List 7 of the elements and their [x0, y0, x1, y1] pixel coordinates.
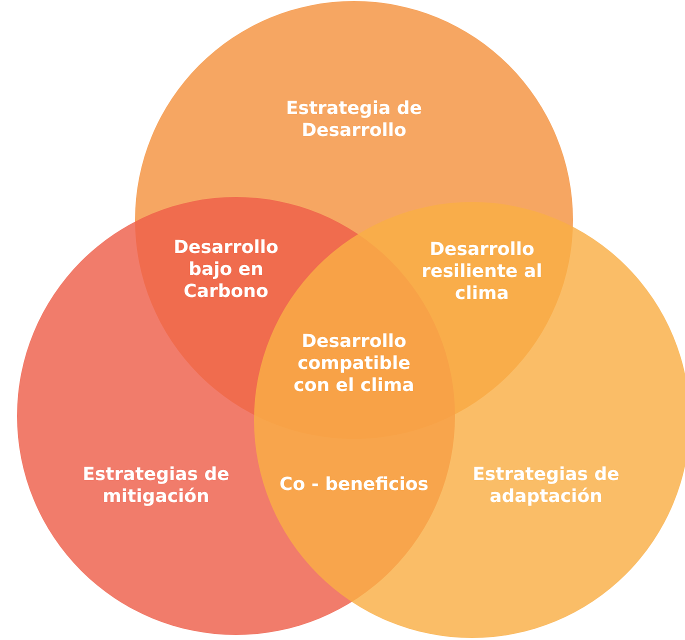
circle-label: Estrategias de adaptación [472, 464, 620, 508]
overlap-label: Desarrollo bajo en Carbono [172, 237, 280, 303]
overlap-label: Desarrollo compatible con el clima [292, 331, 416, 397]
circle-label: Estrategias de mitigación [82, 464, 230, 508]
overlap-label: Co - beneficios [278, 474, 430, 496]
overlap-label: Desarrollo resiliente al clima [420, 239, 544, 305]
circle-label: Estrategia de Desarrollo [284, 98, 423, 142]
